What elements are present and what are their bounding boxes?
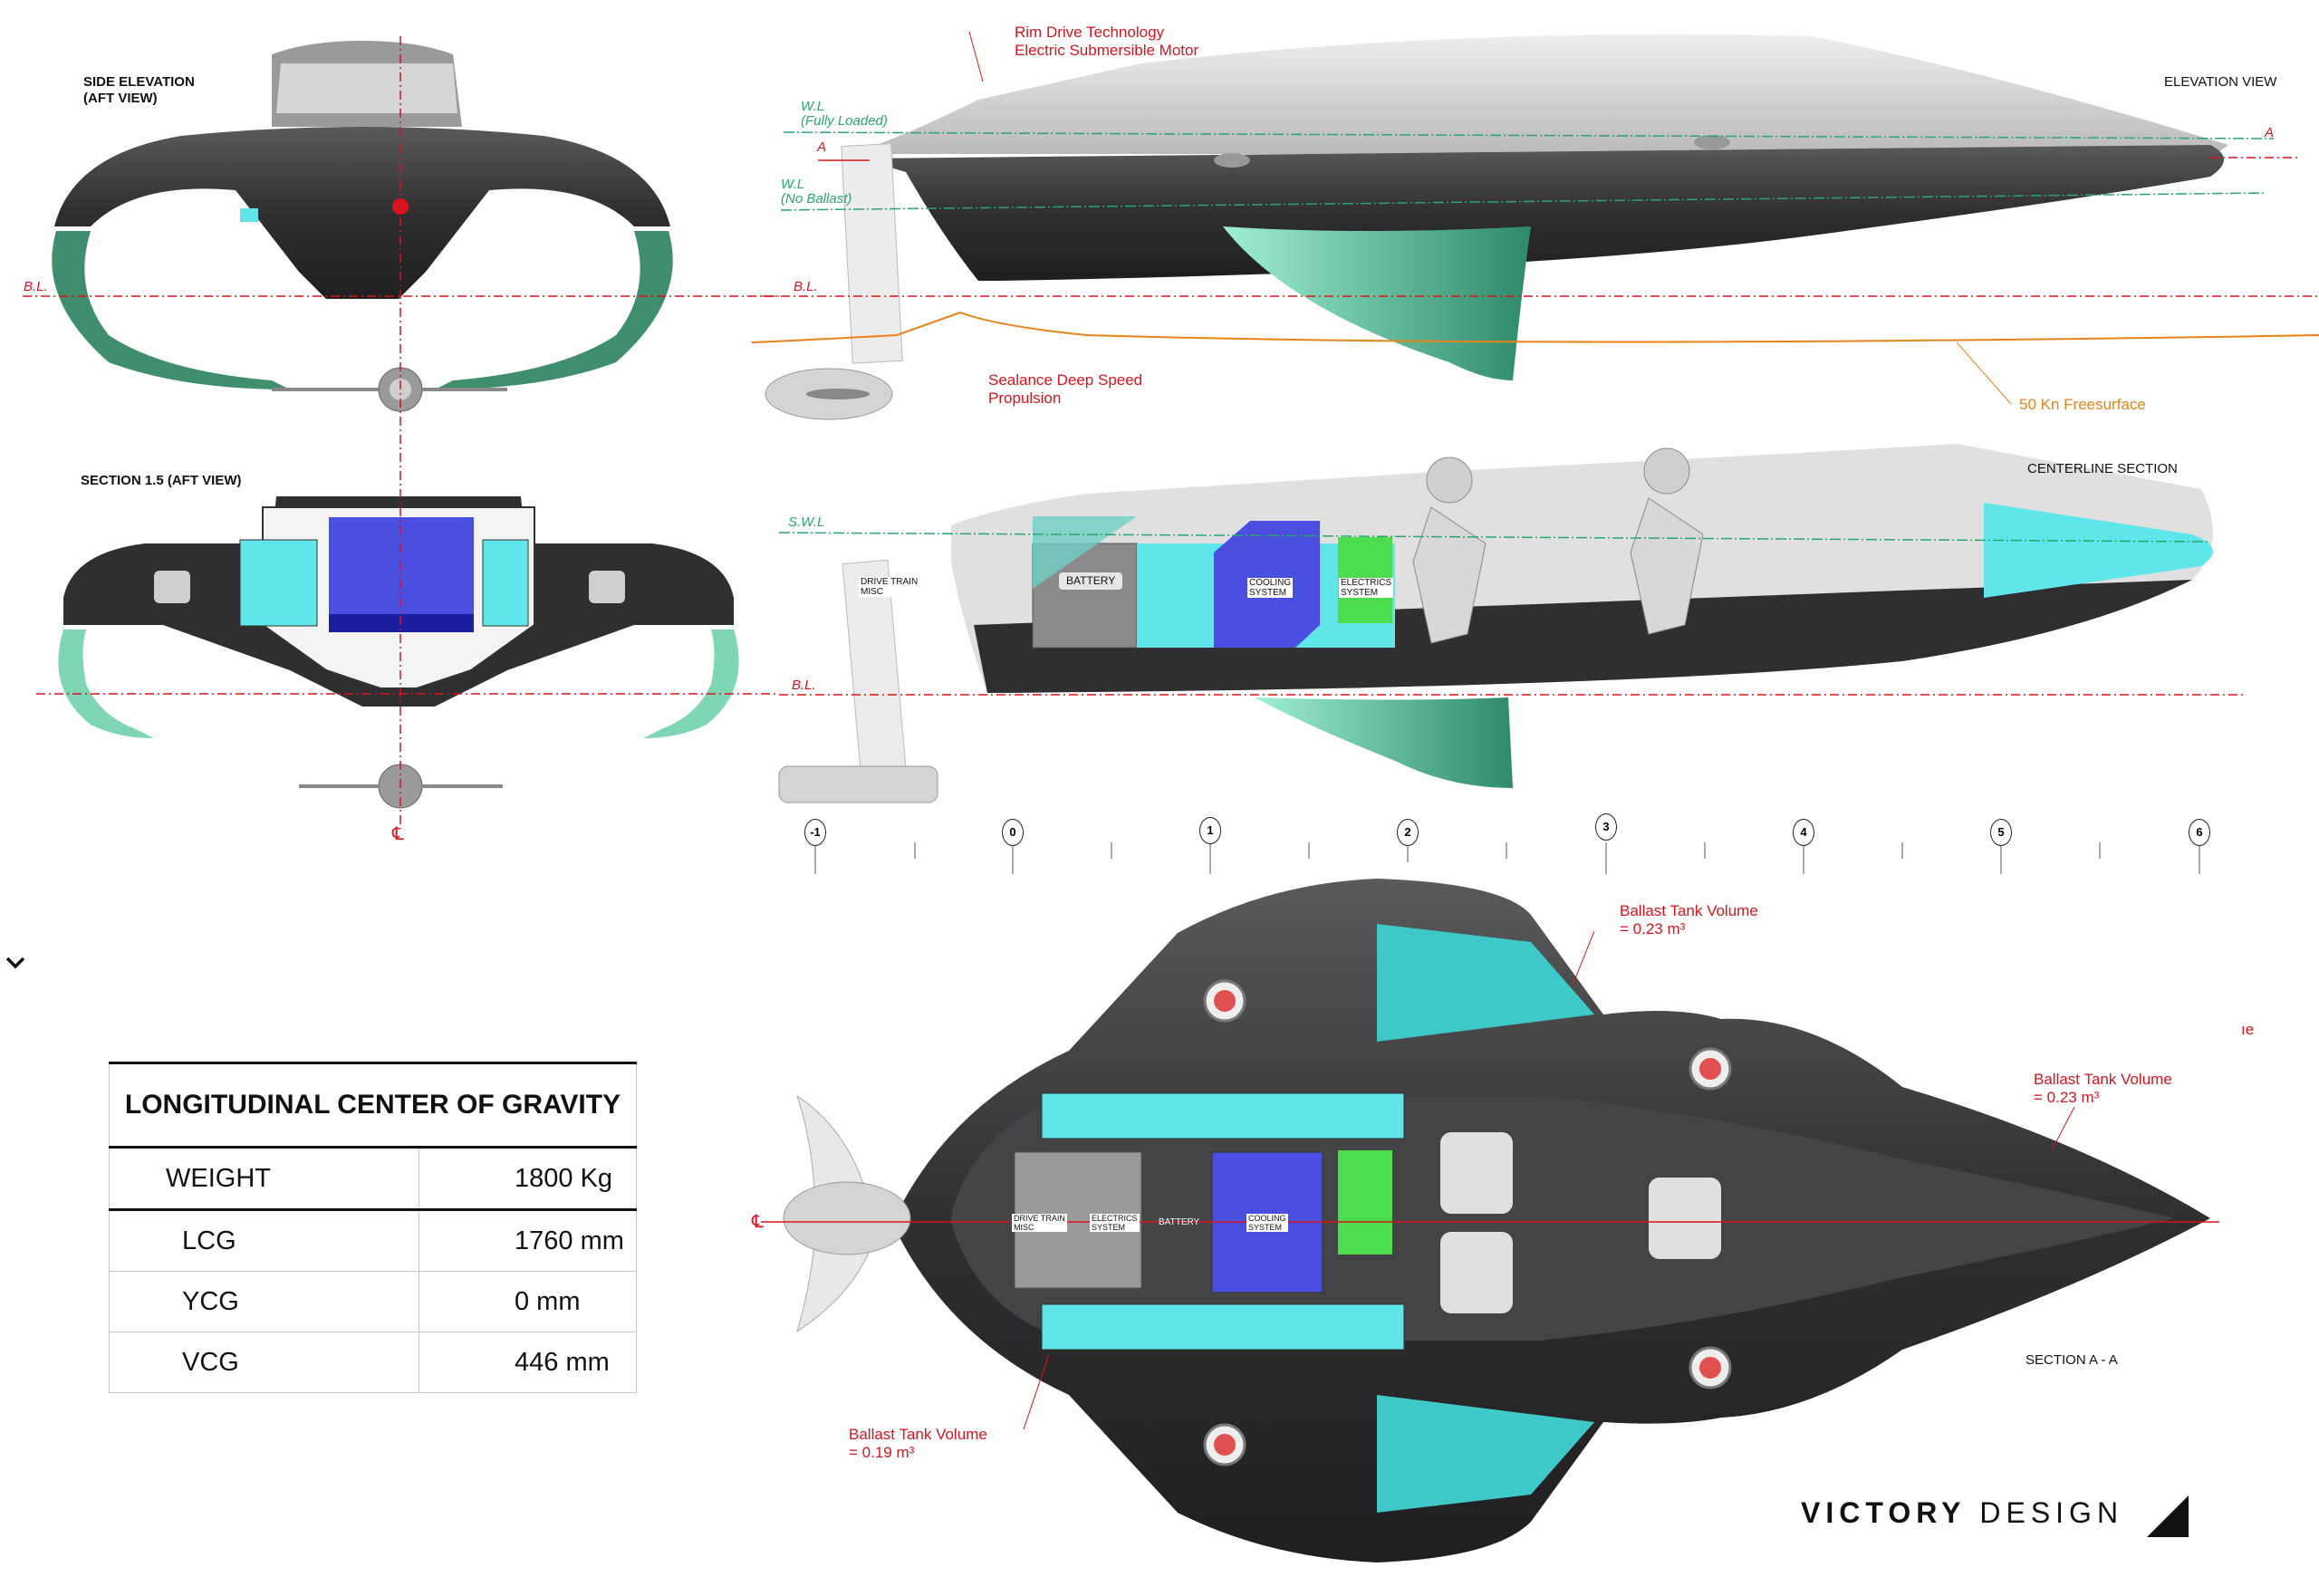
- waterline-no-ballast-label: W.L (No Ballast): [781, 178, 852, 207]
- station-marker: 1: [1199, 817, 1221, 844]
- cg-value: 446 mm: [419, 1332, 637, 1393]
- callout-line: Ballast Tank Volume: [1620, 902, 1758, 919]
- static-waterline-label: S.W.L: [788, 514, 825, 530]
- cg-label: LCG: [109, 1209, 419, 1272]
- callout-ballast-right: Ballast Tank Volume = 0.23 m³: [2034, 1071, 2172, 1107]
- cg-label: WEIGHT: [109, 1147, 419, 1211]
- compartment-cooling: COOLING SYSTEM: [1247, 578, 1294, 598]
- label-line: DRIVE TRAIN: [861, 577, 919, 587]
- label-line: COOLING: [1248, 1214, 1286, 1223]
- station-marker: 4: [1793, 819, 1814, 846]
- callout-line: Ballast Tank Volume: [2034, 1071, 2172, 1088]
- label-line: SYSTEM: [1248, 1223, 1283, 1232]
- label-line: ELECTRICS: [1092, 1214, 1138, 1223]
- label-line: DRIVE TRAIN: [1014, 1214, 1065, 1223]
- logo-word-design: DESIGN: [1979, 1496, 2124, 1529]
- compartment-battery: BATTERY: [1059, 572, 1123, 590]
- view-title-side-elevation: SIDE ELEVATION (AFT VIEW): [83, 74, 195, 107]
- waterline-no-ballast: [780, 192, 2266, 211]
- callout-ballast-bottom: Ballast Tank Volume = 0.19 m³: [849, 1426, 987, 1462]
- elevation-view-drawing: [751, 34, 2319, 420]
- dimension-a-label: A: [2265, 125, 2275, 140]
- baseline-label: B.L.: [794, 279, 818, 294]
- compartment-cooling-plan: COOLING SYSTEM: [1246, 1214, 1288, 1232]
- compartment-drive-train: DRIVE TRAIN MISC: [859, 577, 920, 597]
- label-line: MISC: [861, 587, 883, 597]
- cg-value: 0 mm: [419, 1271, 637, 1332]
- label-line: W.L: [781, 177, 805, 192]
- cg-value: 1760 mm: [419, 1209, 637, 1272]
- logo-word-victory: VICTORY: [1801, 1496, 1967, 1529]
- table-row: LCG 1760 mm: [109, 1209, 637, 1272]
- cg-table-header: LONGITUDINAL CENTER OF GRAVITY: [109, 1062, 637, 1149]
- label-line: SYSTEM: [1249, 588, 1287, 598]
- cg-marker: [392, 198, 409, 215]
- callout-line: Rim Drive Technology: [1015, 24, 1165, 41]
- table-row: WEIGHT 1800 Kg: [109, 1147, 637, 1211]
- table-row: VCG 446 mm: [109, 1332, 637, 1393]
- dimension-a-label: A: [817, 139, 827, 155]
- station-marker: 6: [2189, 819, 2210, 846]
- clipped-label-fragment: ıe: [2241, 1021, 2255, 1038]
- label-line: COOLING: [1249, 578, 1292, 588]
- section-aa-drawing: [783, 879, 2210, 1562]
- cg-label: VCG: [109, 1332, 419, 1393]
- label-line: ELECTRICS: [1341, 578, 1392, 588]
- compartment-electrics-plan: ELECTRICS SYSTEM: [1090, 1214, 1140, 1232]
- view-title-section-aa: SECTION A - A: [2026, 1352, 2118, 1368]
- label-line: (No Ballast): [781, 191, 852, 207]
- station-marker: 3: [1595, 813, 1617, 841]
- victory-design-logo: VICTORY DESIGN: [1801, 1496, 2123, 1530]
- view-title-centerline-section: CENTERLINE SECTION: [2027, 461, 2178, 476]
- callout-ballast-top: Ballast Tank Volume = 0.23 m³: [1620, 902, 1758, 938]
- view-title-line: SIDE ELEVATION: [83, 74, 195, 90]
- thruster-icons: [1203, 979, 1732, 1466]
- centerline-section-drawing: [778, 444, 2213, 803]
- station-marker: -1: [804, 819, 826, 846]
- callout-line: = 0.23 m³: [2034, 1089, 2100, 1106]
- section-1-5-drawing: [58, 496, 739, 809]
- waterline-fully-loaded-label: W.L (Fully Loaded): [801, 100, 888, 129]
- callout-line: Ballast Tank Volume: [849, 1426, 987, 1443]
- baseline-label: B.L.: [24, 279, 48, 294]
- station-marker: 0: [1002, 819, 1024, 846]
- callout-line: Sealance Deep Speed: [988, 371, 1143, 389]
- callout-sealance: Sealance Deep Speed Propulsion: [988, 371, 1142, 408]
- label-line: W.L: [801, 99, 825, 114]
- waterline-fully-loaded: [783, 131, 2275, 139]
- compartment-battery-plan: BATTERY: [1159, 1217, 1200, 1227]
- callout-line: Propulsion: [988, 389, 1062, 407]
- label-line: (Fully Loaded): [801, 113, 888, 129]
- table-row: YCG 0 mm: [109, 1271, 637, 1332]
- callout-line: = 0.23 m³: [1620, 920, 1686, 937]
- callout-rim-drive: Rim Drive Technology Electric Submersibl…: [1015, 24, 1198, 60]
- freesurface-line: [751, 311, 2319, 343]
- callout-line: Electric Submersible Motor: [1015, 42, 1199, 59]
- compartment-drive-train-plan: DRIVE TRAIN MISC: [1012, 1214, 1067, 1232]
- label-line: MISC: [1014, 1223, 1034, 1232]
- centerline-symbol: ℄: [392, 824, 404, 844]
- station-marker: 5: [1990, 819, 2012, 846]
- cg-value: 1800 Kg: [419, 1147, 637, 1211]
- baseline-label: B.L.: [792, 678, 816, 693]
- view-title-line: (AFT VIEW): [83, 91, 158, 106]
- cg-table: LONGITUDINAL CENTER OF GRAVITY WEIGHT 18…: [109, 1062, 637, 1393]
- logo-triangle: [2147, 1495, 2189, 1537]
- chevron-down-icon[interactable]: [5, 957, 25, 969]
- view-title-section-1-5: SECTION 1.5 (AFT VIEW): [81, 473, 242, 488]
- view-title-elevation: ELEVATION VIEW: [2164, 74, 2277, 90]
- static-waterline: [778, 532, 2211, 543]
- cg-table-title: LONGITUDINAL CENTER OF GRAVITY: [109, 1062, 637, 1149]
- label-line: SYSTEM: [1092, 1223, 1126, 1232]
- callout-freesurface: 50 Kn Freesurface: [2019, 396, 2146, 413]
- compartment-electrics: ELECTRICS SYSTEM: [1339, 578, 1394, 598]
- centerline-symbol: ℄: [752, 1212, 764, 1232]
- station-marker: 2: [1397, 819, 1419, 846]
- cg-label: YCG: [109, 1271, 419, 1332]
- callout-line: = 0.19 m³: [849, 1444, 915, 1461]
- station-ruler: [814, 842, 2200, 874]
- label-line: SYSTEM: [1341, 588, 1379, 598]
